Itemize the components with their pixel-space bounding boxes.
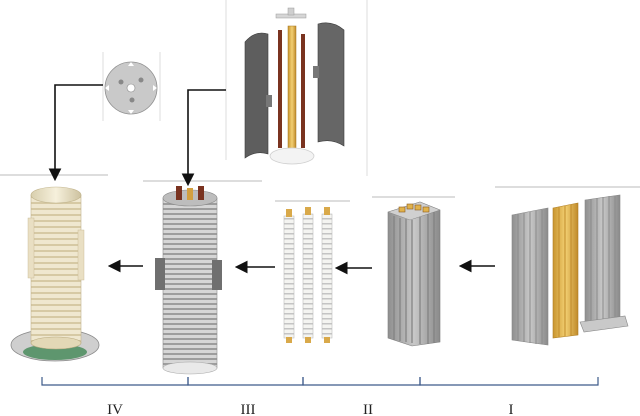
coil-3 xyxy=(321,207,333,343)
gold-panel xyxy=(552,202,579,339)
stage-label-iv: IV xyxy=(107,402,123,416)
stage-iv-image xyxy=(0,174,108,362)
stage-i-image xyxy=(495,186,640,346)
exploded-cylinder-image xyxy=(225,0,368,176)
stage-label-i: I xyxy=(509,402,514,416)
disk-image xyxy=(102,52,161,121)
stage-ii-image xyxy=(372,196,455,347)
stage-braces xyxy=(41,377,599,386)
coil-2 xyxy=(302,207,314,343)
coil-1 xyxy=(283,209,295,343)
stage-label-ii: II xyxy=(363,402,373,416)
stage-iii-cylinder-image xyxy=(143,180,262,375)
arrow-disk-to-stack xyxy=(48,84,103,182)
arrow-exploded-to-cylinder xyxy=(181,89,226,187)
gray-panel-left xyxy=(511,207,549,346)
gray-panel-right xyxy=(579,194,629,333)
stage-label-iii: III xyxy=(241,402,256,416)
stage-iii-coils-image xyxy=(275,200,350,343)
assembly-arrows xyxy=(48,84,495,275)
